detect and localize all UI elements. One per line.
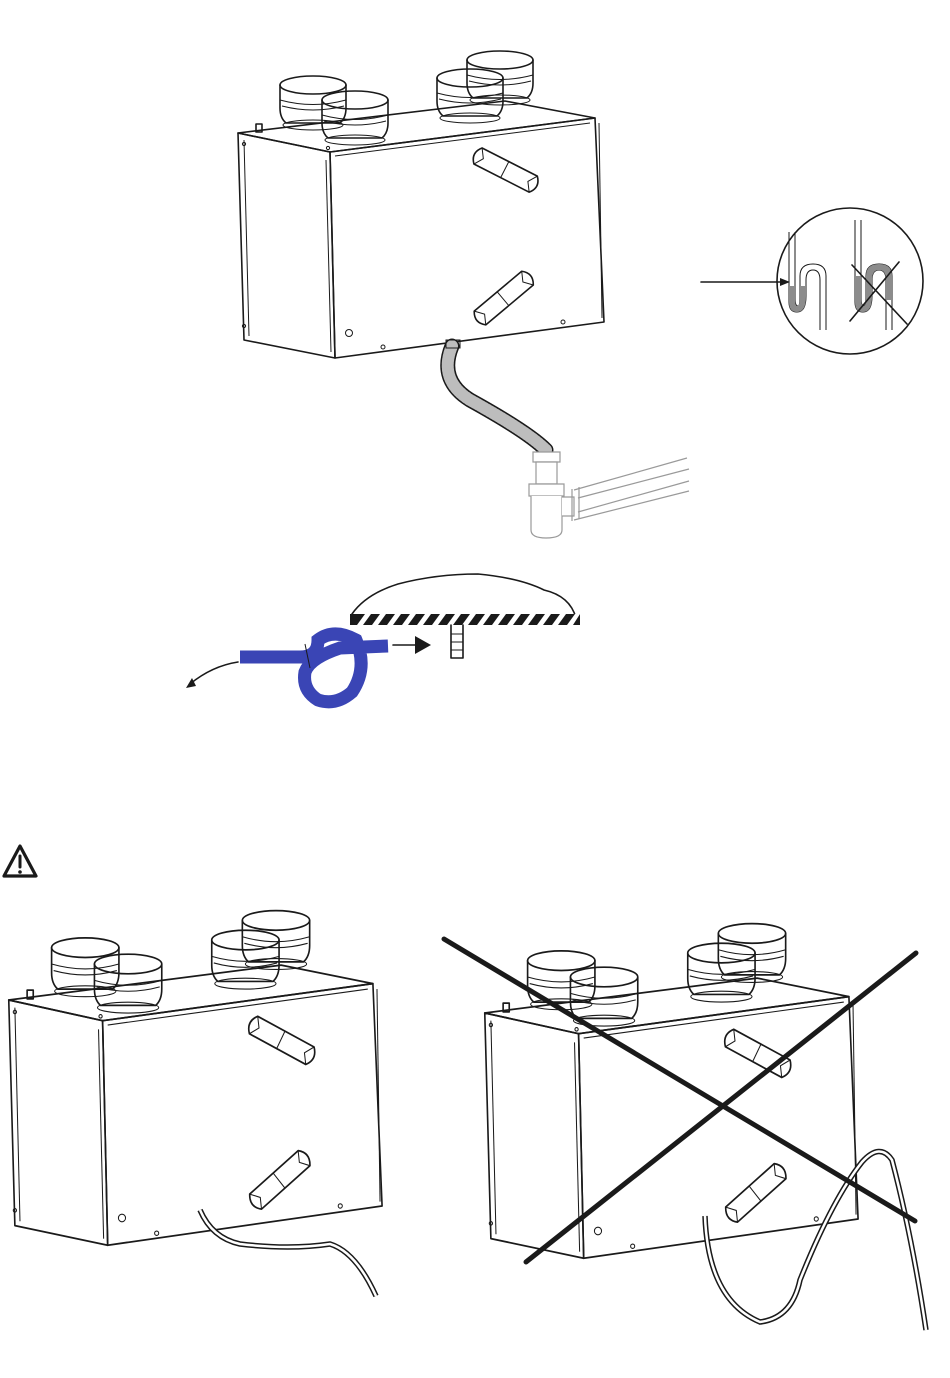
hose-downward-slope [200,1210,376,1296]
correct-u-trap [789,232,826,330]
hose-loop [240,634,388,702]
connect-arrow-icon [415,636,431,654]
drain-outflow-arrow [190,662,238,684]
hose-loop-connection-detail [186,574,580,702]
warning-triangle-icon [4,846,36,876]
drain-nipple [451,625,463,658]
trap-detail-callout [701,208,923,354]
sink-trap [529,452,689,538]
flexible-drain-hose [446,340,546,450]
ventilation-unit-incorrect [485,924,858,1259]
correct-condensate-drain-installation [238,51,923,538]
warning-notice [4,846,36,876]
ventilation-unit [238,51,604,358]
correct-hose-routing [9,911,382,1296]
incorrect-u-trap [850,220,907,330]
incorrect-hose-routing [444,924,926,1330]
hose-with-loop-upward [705,1151,926,1330]
ventilation-unit-correct [9,911,382,1246]
